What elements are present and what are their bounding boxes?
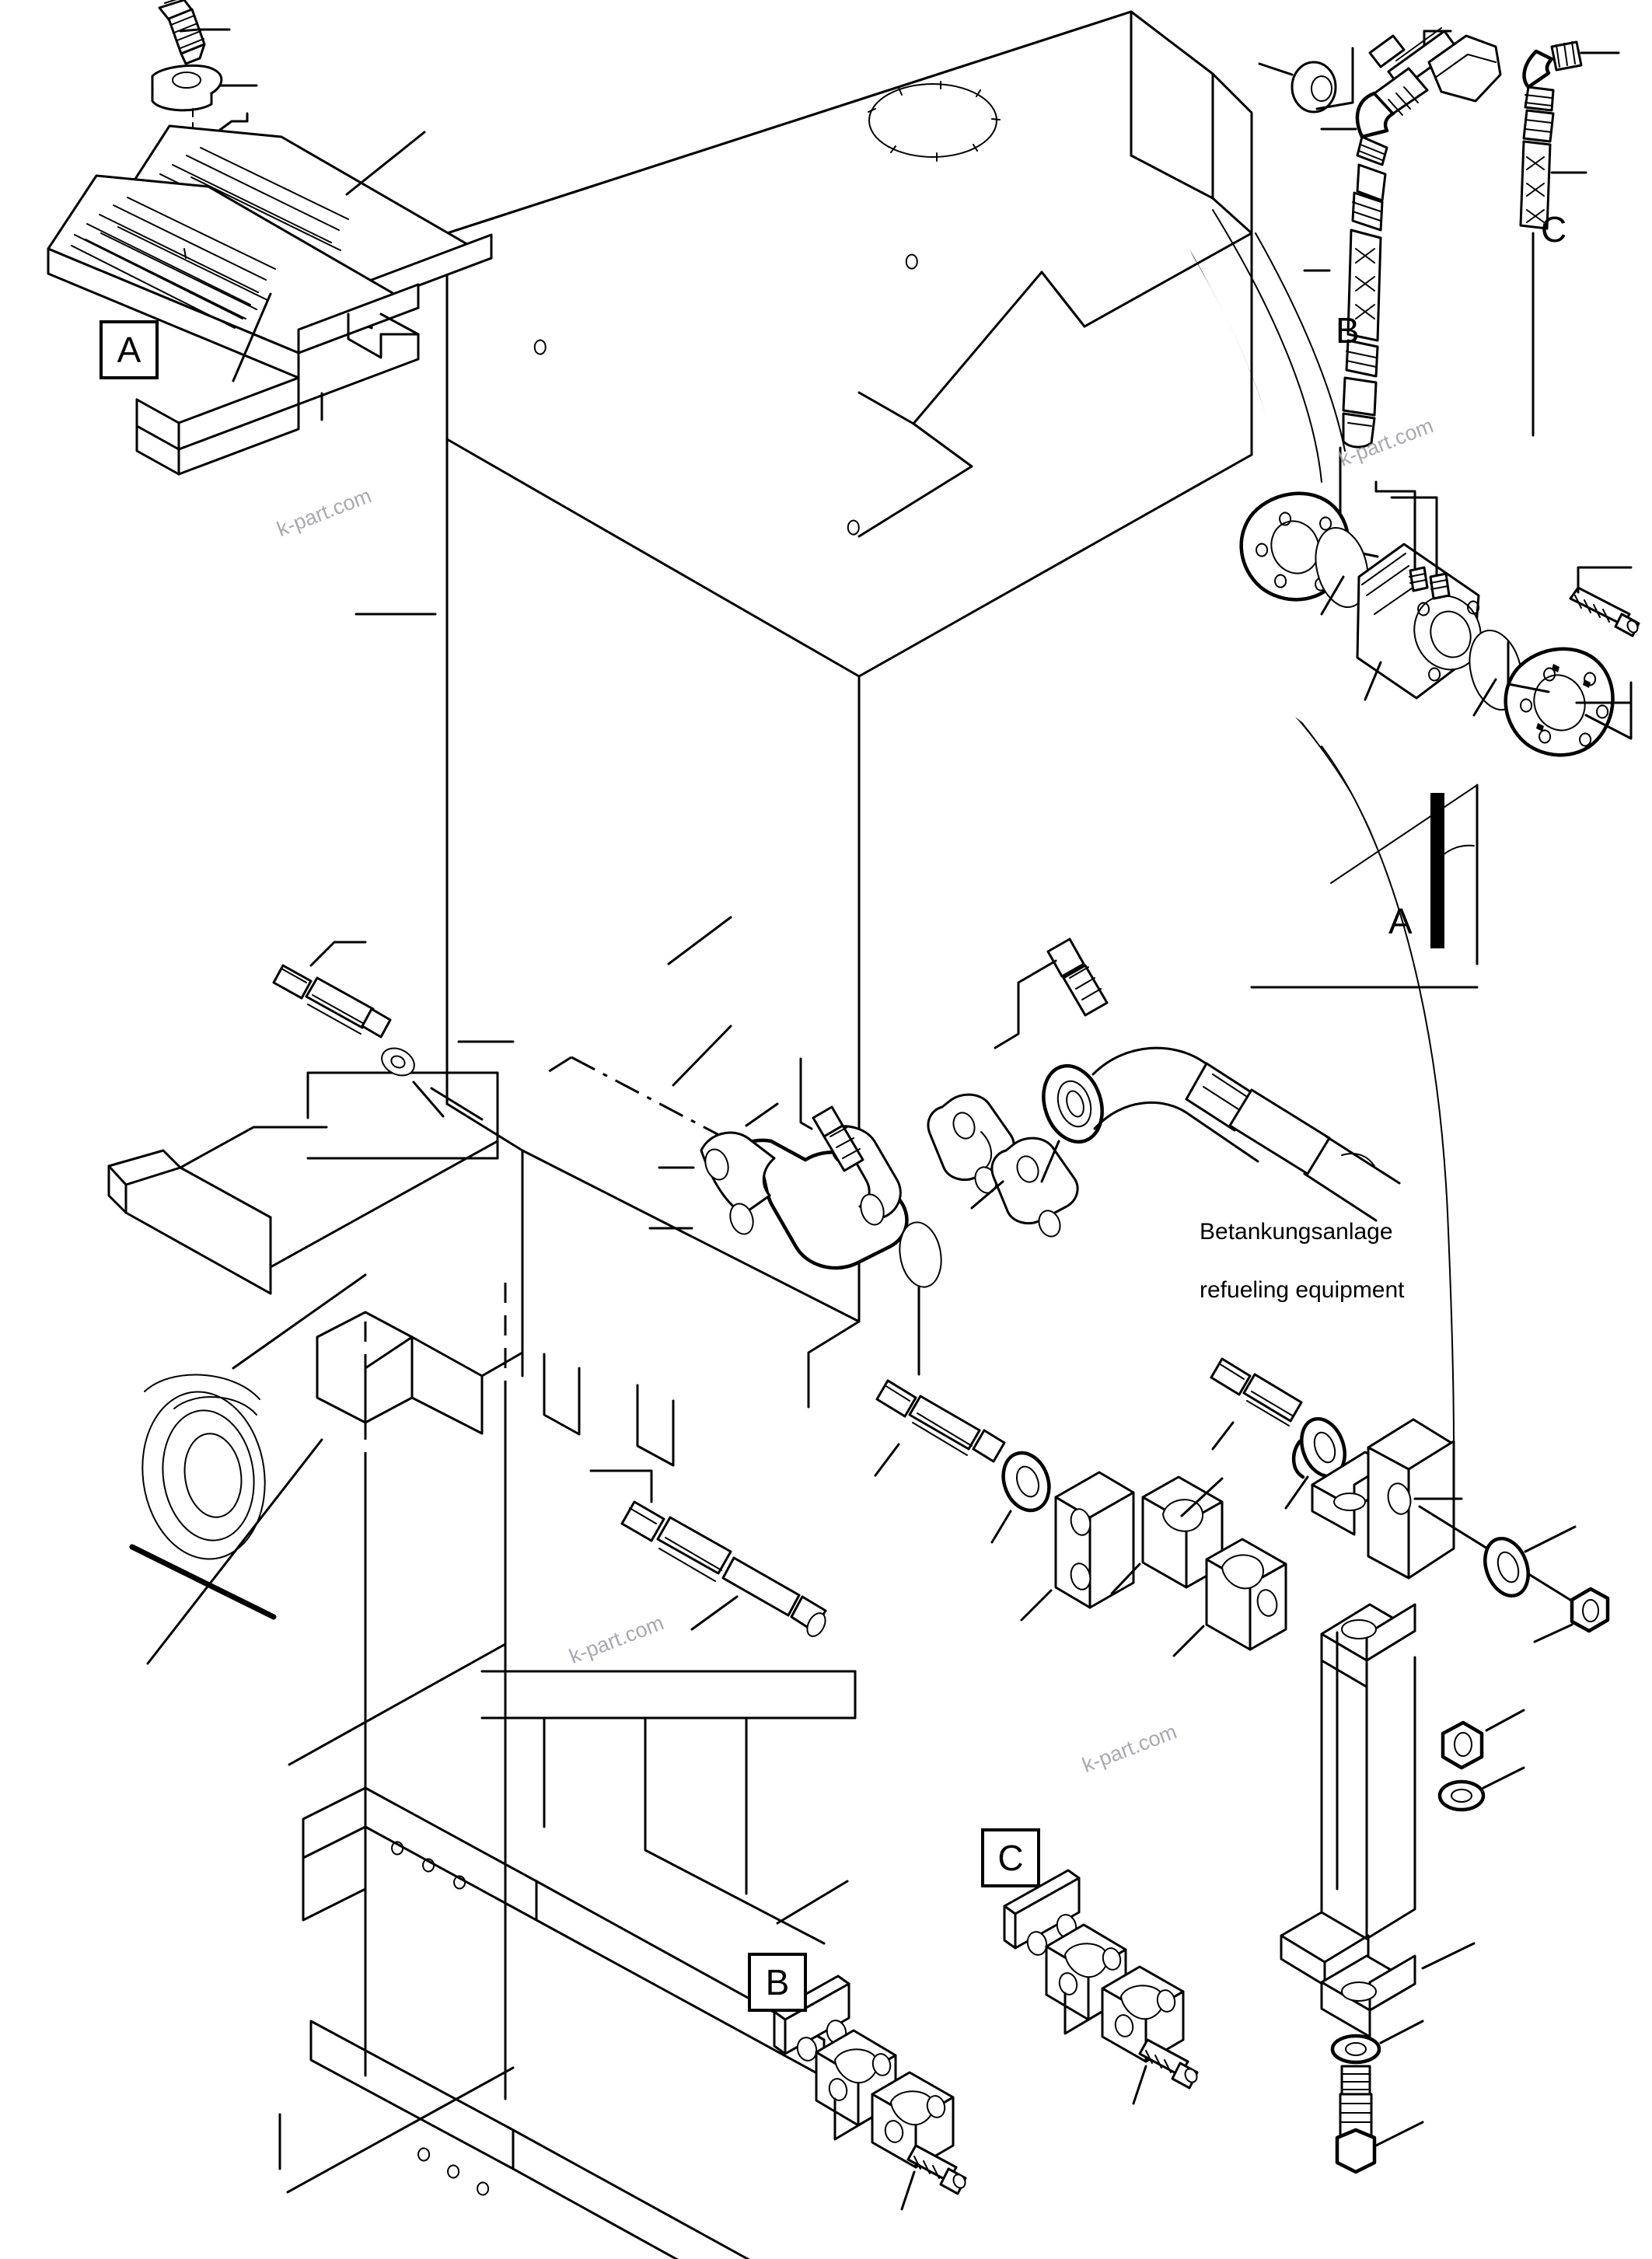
note-line-en: refueling equipment: [1200, 1276, 1405, 1303]
flange-hose-group: [648, 937, 1401, 1376]
refuel-pump-group: [1239, 480, 1640, 757]
tank-support-bolt-upper: [272, 941, 515, 1118]
leader-lines: [354, 613, 1224, 1517]
section-letter-text: B: [1336, 310, 1360, 351]
note-line-de: Betankungsanlage: [1200, 1218, 1393, 1245]
section-letter-b: B: [1336, 309, 1360, 351]
tank-lower-body: [430, 1056, 861, 1467]
callout-label: A: [117, 330, 141, 370]
callout-box-a: A: [100, 320, 159, 379]
chassis-frame-group: [107, 1071, 857, 2259]
callout-label: B: [765, 1962, 790, 2002]
hose-assembly-c-group: [1519, 40, 1620, 437]
mid-clamp-parts-group: [874, 1379, 1287, 1657]
detail-a-steps-group: [47, 0, 493, 476]
section-letter-text: C: [1541, 209, 1567, 250]
tank-body-group: [445, 10, 1346, 1323]
detail-c-clamp-group: [1003, 1869, 1199, 2105]
tank-support-bolt-lower: [589, 1469, 827, 1637]
callout-box-c: C: [981, 1828, 1040, 1887]
section-letter-c: C: [1541, 208, 1566, 250]
callout-box-b: B: [748, 1953, 807, 2012]
hose-assembly-b-group: [1258, 27, 1502, 546]
bracket-assembly-group: [1210, 1357, 1610, 2174]
section-letter-a: A: [1388, 900, 1413, 942]
section-indicator-curves: [1250, 717, 1479, 1540]
callout-label: C: [997, 1838, 1024, 1878]
refueling-equipment-note: Betankungsanlage refueling equipment: [1200, 1188, 1405, 1334]
section-letter-text: A: [1388, 901, 1413, 941]
